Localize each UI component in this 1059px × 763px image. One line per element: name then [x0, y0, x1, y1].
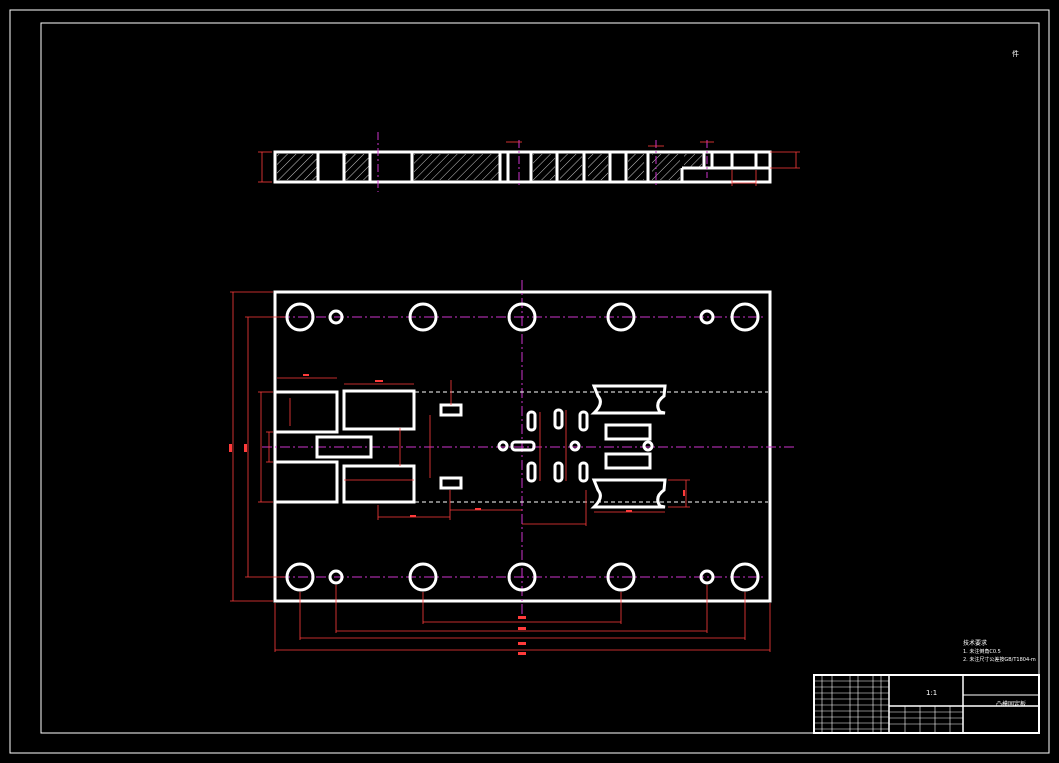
center-slots	[497, 408, 589, 483]
left-openings	[275, 389, 463, 504]
section-hatch-5	[560, 154, 582, 180]
title-block-part-name: 凸模固定板	[996, 700, 1026, 708]
dimension-value-marks	[229, 374, 685, 655]
top-hole-row	[285, 302, 760, 332]
sheet-inner-border	[40, 22, 1040, 734]
section-hatch-8	[652, 154, 680, 180]
sheet-corner-mark: 件	[1012, 49, 1019, 58]
plan-dimensions	[230, 291, 771, 652]
title-block: 1:1 凸模固定板	[813, 674, 1040, 734]
title-block-scale: 1:1	[926, 689, 937, 697]
section-hatch-6	[588, 154, 608, 180]
notes-heading: 技术要求	[963, 639, 987, 647]
bottom-hole-row	[285, 562, 760, 592]
notes-line-1: 1. 未注倒角C0.5	[963, 648, 1001, 655]
section-hatch-7	[628, 154, 644, 180]
section-view	[258, 132, 800, 192]
section-hatch-9	[684, 154, 702, 168]
plan-view	[229, 280, 795, 655]
technical-notes: 技术要求 1. 未注倒角C0.5 2. 未注尺寸公差按GB/T1804-m	[963, 639, 1036, 663]
section-hatch-1	[277, 154, 317, 180]
section-hatch-4	[533, 154, 555, 180]
right-openings	[590, 384, 667, 509]
section-hatch-2	[345, 154, 369, 180]
sheet-outer-border	[9, 9, 1050, 754]
notes-line-2: 2. 未注尺寸公差按GB/T1804-m	[963, 656, 1036, 663]
section-hatch-3	[414, 154, 500, 180]
